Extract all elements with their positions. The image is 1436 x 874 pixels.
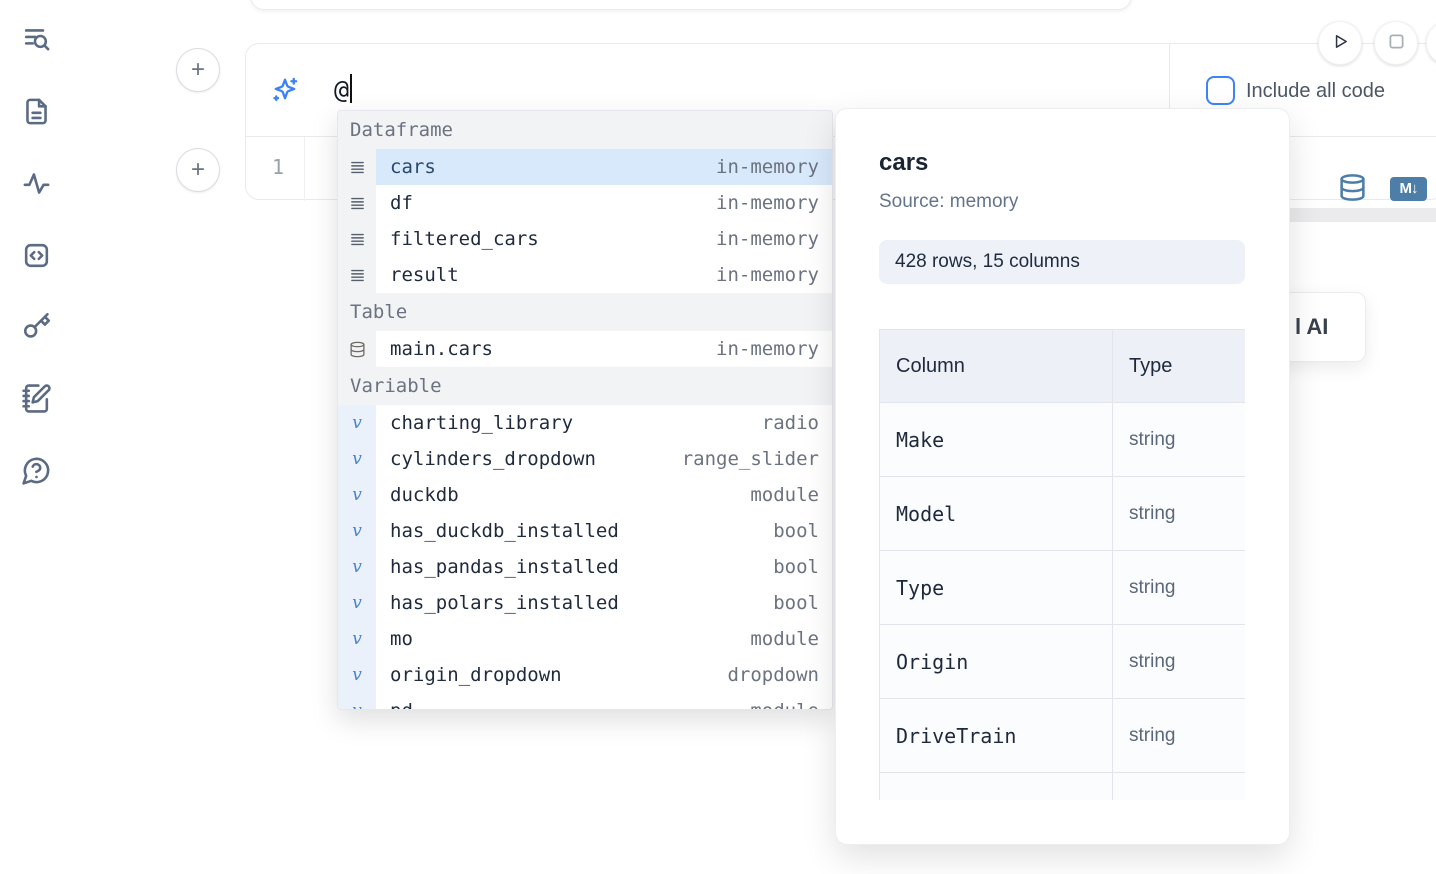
toc-search-button[interactable]: [18, 23, 54, 59]
variable-icon: v: [338, 657, 376, 693]
previous-cell-edge: [250, 0, 1132, 10]
preview-table-container: Column Type Make string Model string Typ…: [879, 329, 1245, 800]
section-header-variable: Variable: [338, 367, 832, 405]
variable-icon: v: [338, 621, 376, 657]
play-icon: [1330, 31, 1351, 55]
key-icon: [21, 311, 52, 345]
horizontal-scrollbar[interactable]: [1288, 208, 1436, 222]
datasources-button[interactable]: [18, 167, 54, 203]
section-header-table: Table: [338, 293, 832, 331]
variable-icon: v: [338, 477, 376, 513]
database-icon[interactable]: [1338, 173, 1367, 202]
ai-prompt-row: @ Include all code: [246, 44, 1436, 136]
table-row: Model string: [879, 476, 1245, 551]
help-chat-icon: [21, 455, 52, 489]
prompt-divider: [1169, 44, 1170, 136]
add-cell-above-button[interactable]: +: [176, 48, 220, 92]
snippets-button[interactable]: [18, 239, 54, 275]
variable-icon: v: [338, 585, 376, 621]
markdown-icon[interactable]: M↓: [1390, 177, 1427, 201]
list-search-icon: [21, 24, 52, 58]
include-all-code-checkbox[interactable]: [1206, 76, 1235, 105]
help-button[interactable]: [18, 454, 54, 490]
run-cell-button[interactable]: [1318, 21, 1362, 65]
dataframe-rows-icon: [338, 185, 376, 221]
table-row: Type string: [879, 550, 1245, 625]
ai-prompt-input[interactable]: @: [334, 74, 353, 104]
activity-icon: [21, 168, 52, 202]
table-row: Make string: [879, 402, 1245, 477]
notebook-pen-icon: [21, 383, 52, 417]
line-number: 1: [272, 155, 285, 179]
preview-source: Source: memory: [879, 191, 1019, 212]
stop-button[interactable]: [1374, 21, 1418, 65]
table-row-clipped: [879, 772, 1245, 800]
add-cell-below-button[interactable]: +: [176, 148, 220, 192]
secrets-button[interactable]: [18, 310, 54, 346]
database-icon: [338, 331, 376, 367]
dataframe-rows-icon: [338, 149, 376, 185]
sparkles-icon: [271, 76, 299, 104]
scratchpad-button[interactable]: [18, 382, 54, 418]
ai-button-label: l AI: [1295, 314, 1329, 339]
gutter-divider: [304, 137, 305, 201]
table-header-row: Column Type: [879, 329, 1245, 403]
variable-icon: v: [338, 441, 376, 477]
left-sidebar: [0, 0, 72, 874]
type-header: Type: [1112, 329, 1245, 403]
table-row: Origin string: [879, 624, 1245, 699]
variable-icon: v: [338, 549, 376, 585]
text-caret: [350, 74, 353, 103]
include-all-code-label: Include all code: [1246, 80, 1385, 102]
autocomplete-item-pd[interactable]: v pdmodule: [338, 693, 832, 709]
table-row: DriveTrain string: [879, 698, 1245, 773]
file-text-icon: [21, 96, 52, 130]
code-editor[interactable]: 1 M↓: [246, 137, 1436, 201]
code-square-icon: [21, 240, 52, 274]
variable-icon: v: [338, 693, 376, 709]
variable-icon: v: [338, 405, 376, 441]
dataframe-preview-panel: cars Source: memory 428 rows, 15 columns…: [835, 108, 1290, 845]
variable-icon: v: [338, 513, 376, 549]
preview-title: cars: [879, 149, 929, 176]
dataframe-rows-icon: [338, 257, 376, 293]
files-button[interactable]: [18, 95, 54, 131]
stop-icon: [1386, 31, 1407, 55]
preview-shape-badge: 428 rows, 15 columns: [879, 240, 1245, 284]
dataframe-rows-icon: [338, 221, 376, 257]
section-header-dataframe: Dataframe: [338, 111, 832, 149]
column-header: Column: [879, 329, 1113, 403]
schema-table: Column Type Make string Model string Typ…: [879, 329, 1245, 800]
